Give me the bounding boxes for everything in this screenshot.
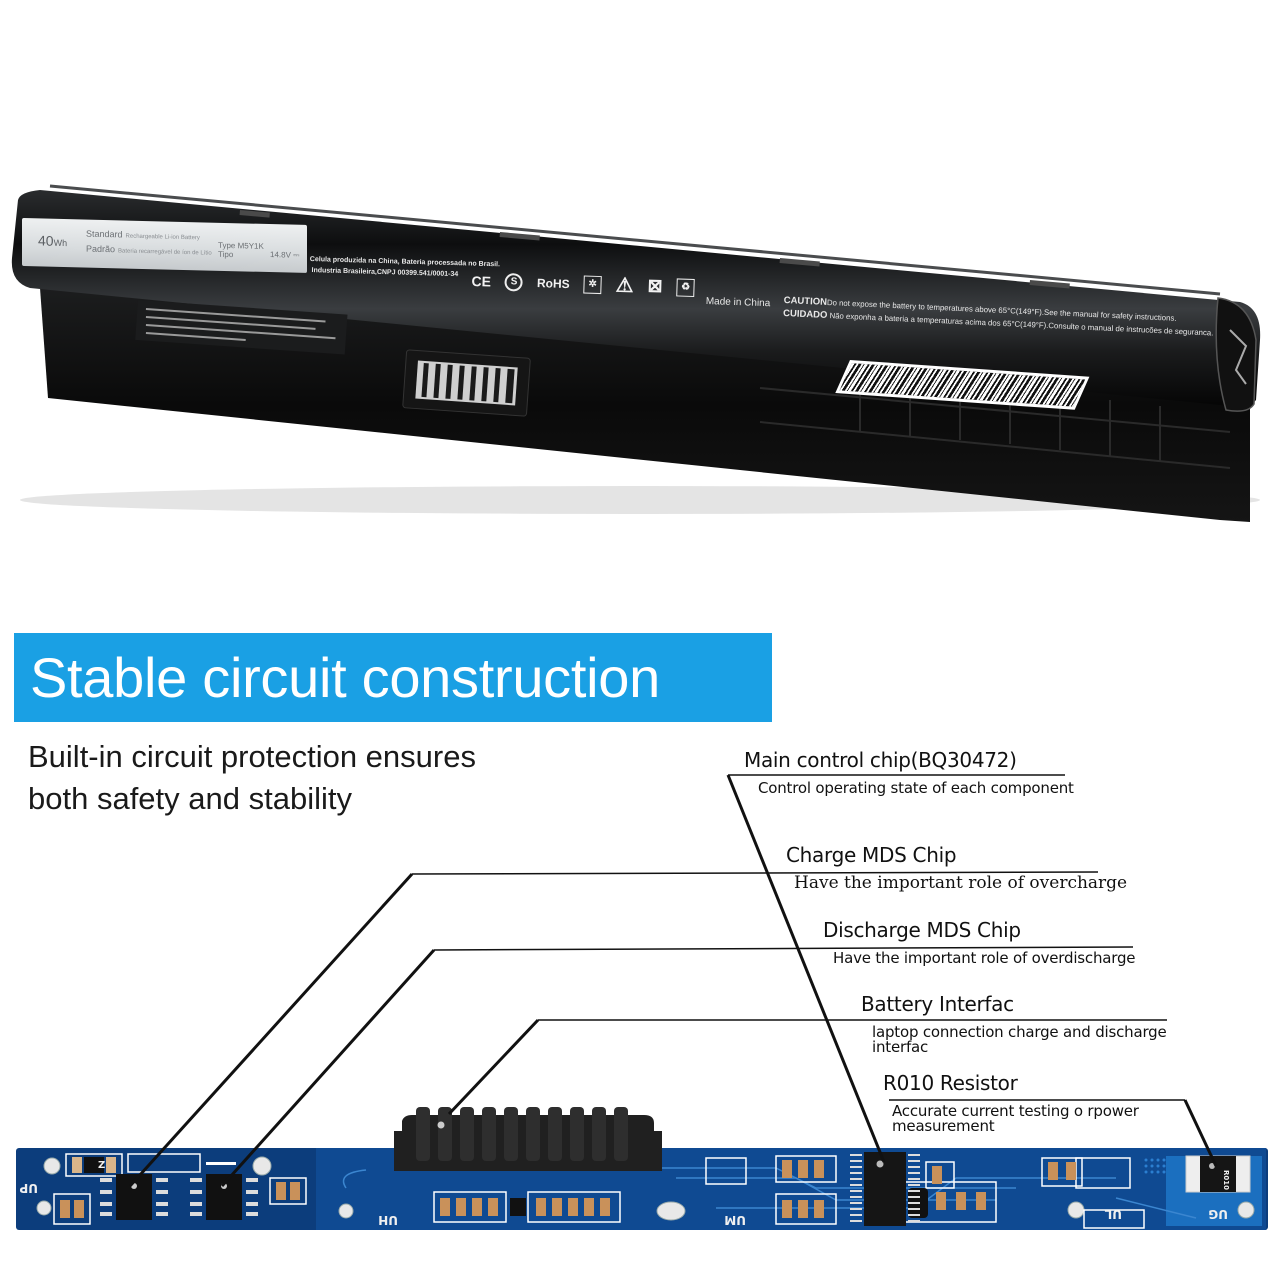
voltage-value: 14.8V ⎓	[270, 250, 300, 260]
callout-main-chip-desc: Control operating state of each componen…	[758, 779, 1074, 797]
battery-interface-connector	[394, 1107, 662, 1171]
silk-label-ug: UG	[1208, 1207, 1228, 1221]
callout-battery-interface-desc: laptop connection charge and discharge i…	[872, 1023, 1167, 1056]
capacity-value: 40Wh	[38, 232, 68, 249]
callout-discharge-mds-title: Discharge MDS Chip	[823, 918, 1021, 942]
rohs-mark-icon: RoHS	[536, 275, 570, 291]
s-mark-icon: S	[504, 272, 524, 292]
subtitle-line-2: both safety and stability	[28, 781, 352, 816]
subtitle-line-1: Built-in circuit protection ensures	[28, 739, 476, 774]
battery-body-graphic	[11, 184, 1261, 522]
silk-label-ul: UL	[1104, 1207, 1122, 1221]
recycle-box-icon: ✲	[583, 275, 602, 294]
silk-label-uh: UH	[378, 1213, 398, 1227]
warning-triangle-icon: ⚠	[615, 274, 634, 298]
callout-r010-desc: Accurate current testing o rpower measur…	[892, 1102, 1139, 1135]
silk-label-um: UM	[724, 1213, 746, 1227]
callout-r010-title: R010 Resistor	[883, 1071, 1018, 1095]
callout-discharge-mds-desc: Have the important role of overdischarge	[833, 949, 1136, 967]
pcb-graphic: UP UH UM UL UG R010 Z	[19, 1148, 1266, 1230]
callout-main-chip-title: Main control chip(BQ30472)	[744, 748, 1017, 772]
ce-mark-icon: CE	[471, 272, 492, 290]
made-in-china-text: Made in China	[705, 296, 771, 310]
callout-battery-interface-title: Battery Interfac	[861, 992, 1014, 1016]
svg-text:Z: Z	[98, 1160, 105, 1171]
feature-banner: Stable circuit construction	[14, 633, 772, 722]
callout-charge-mds-title: Charge MDS Chip	[786, 843, 957, 867]
silk-label-up: UP	[19, 1181, 38, 1195]
recycle-icon: ♻	[676, 277, 695, 297]
feature-subtitle: Built-in circuit protection ensures both…	[28, 736, 476, 820]
banner-title: Stable circuit construction	[30, 646, 660, 709]
callout-charge-mds-desc: Have the important role of overcharge	[794, 873, 1128, 893]
weee-crossed-bin-icon: ⊠	[647, 275, 663, 296]
resistor-marking: R010	[1222, 1170, 1230, 1190]
